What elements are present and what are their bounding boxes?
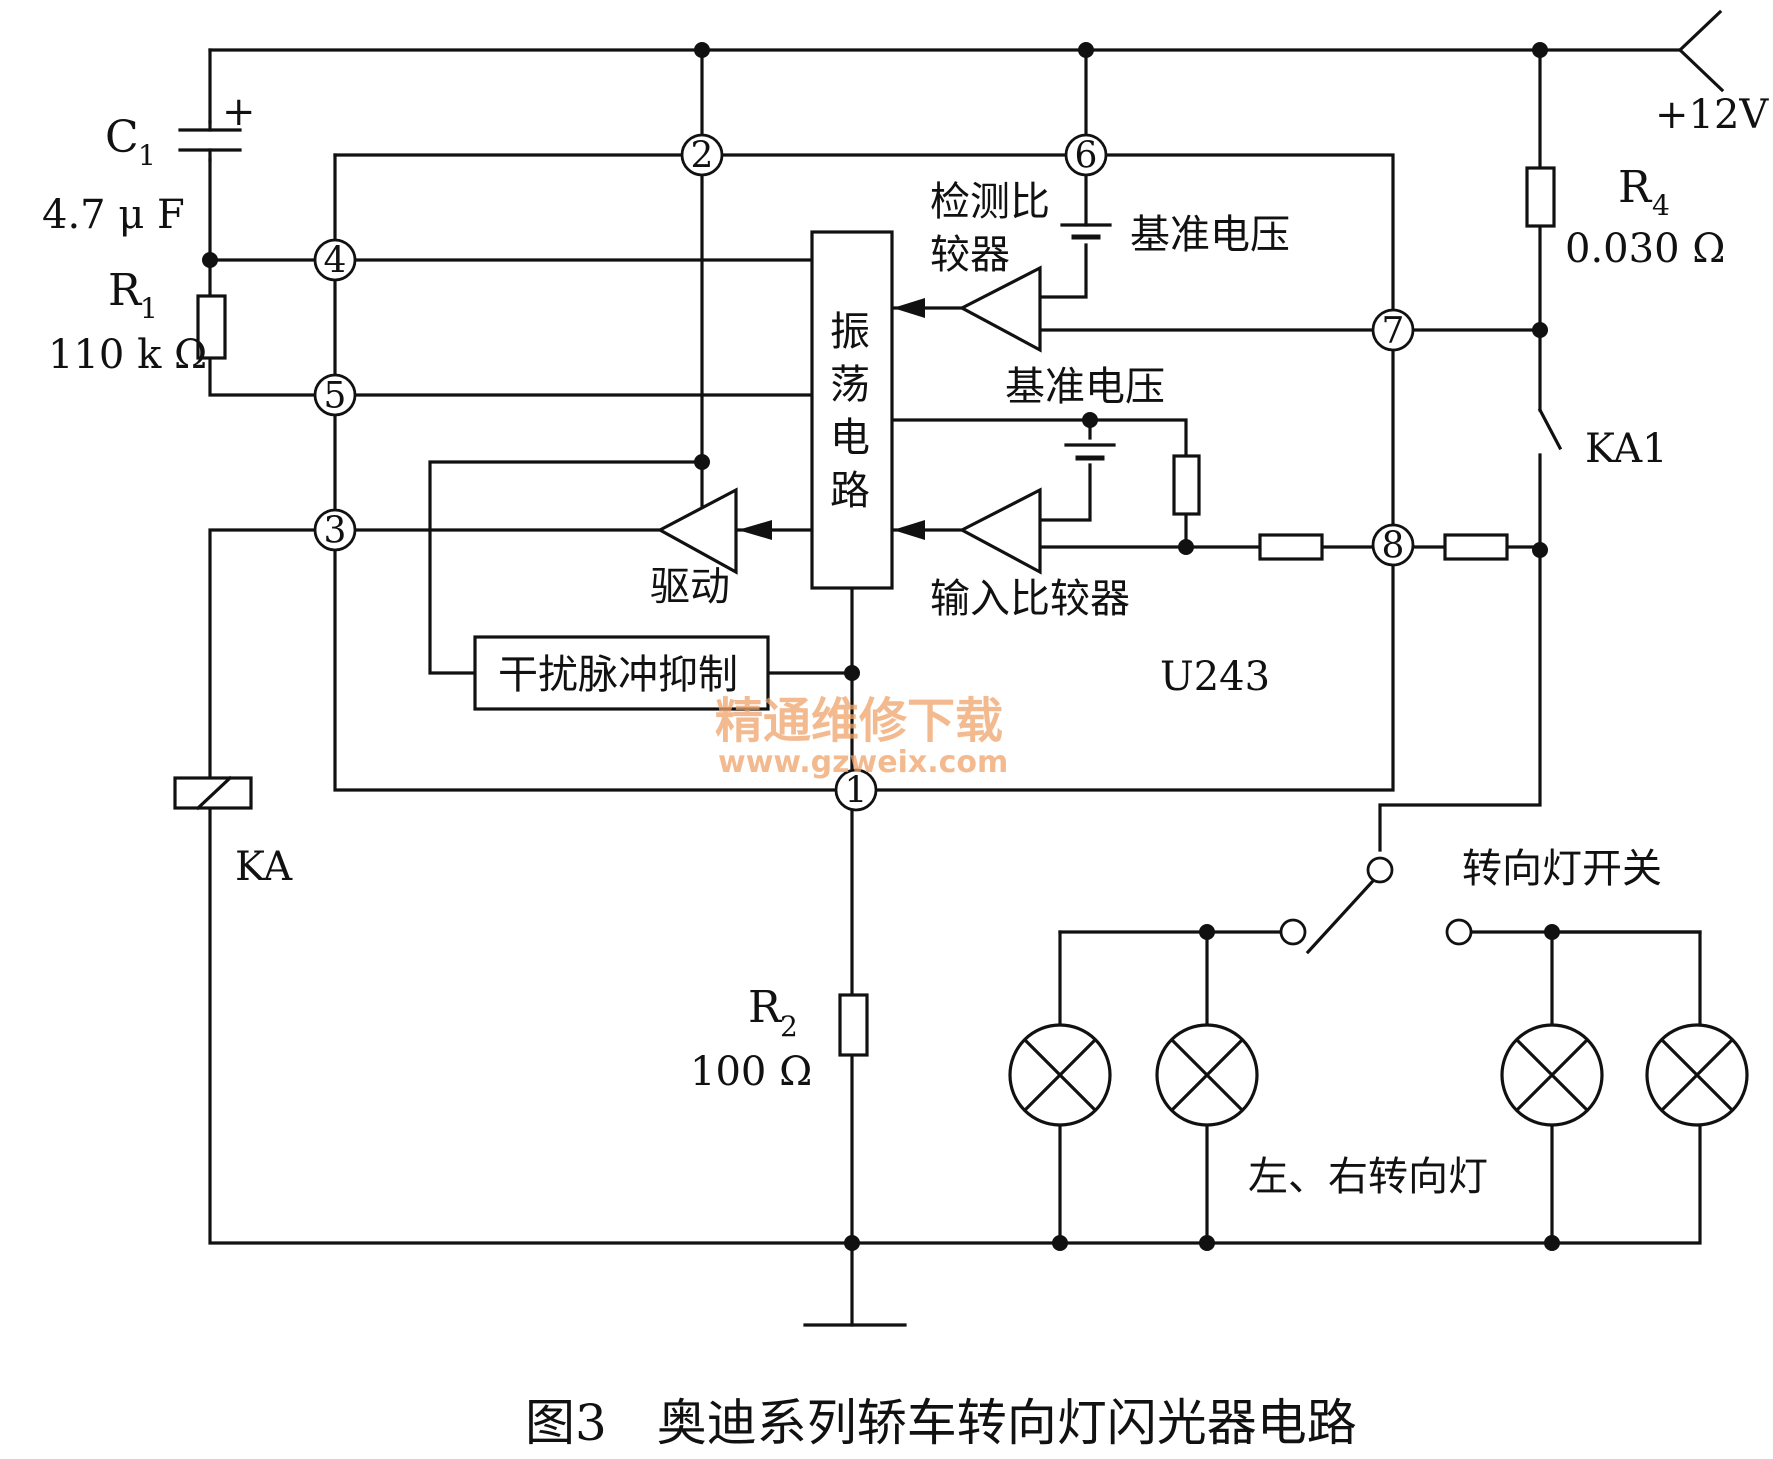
turn-switch-right-terminal (1445, 918, 1473, 946)
resistor-ref-divider (1172, 454, 1201, 516)
arrow-detect-to-osc (893, 298, 925, 318)
resistor-r2 (838, 993, 869, 1057)
oscillator-label-1: 振 (830, 309, 870, 355)
ref-voltage-label-2: 基准电压 (1005, 364, 1165, 410)
svg-text:8: 8 (1382, 526, 1405, 567)
pin-5: 5 (313, 373, 357, 417)
junction-dots (202, 42, 1560, 1251)
interference-suppression-box (473, 635, 770, 711)
wires (208, 9, 1725, 1327)
svg-text:1: 1 (845, 771, 868, 812)
r1-value: 110 k Ω (48, 332, 207, 378)
pin-3: 3 (313, 508, 357, 552)
svg-text:5: 5 (324, 376, 347, 417)
r1-label: R (108, 265, 143, 316)
oscillator-label-3: 电 (830, 415, 870, 461)
svg-text:6: 6 (1075, 136, 1098, 177)
turn-switch-left-terminal (1279, 918, 1307, 946)
relay-ka1-contact (1537, 407, 1563, 451)
watermark-line-1: 精通维修下载 (715, 693, 1003, 749)
c1-value: 4.7 μ F (42, 192, 185, 238)
driver-triangle (656, 487, 738, 575)
supply-label: +12V (1655, 92, 1769, 138)
input-comparator-label: 输入比较器 (930, 576, 1130, 622)
c1-plus-sign: + (222, 89, 256, 135)
relay-ka-coil (173, 775, 253, 811)
turn-switch-common-terminal (1366, 856, 1394, 884)
resistor-pin8-sense (1443, 533, 1509, 561)
r2-value: 100 Ω (690, 1049, 812, 1095)
c1-label: C (105, 112, 139, 163)
c1-label-sub: 1 (138, 139, 156, 172)
ka-label: KA (235, 844, 293, 890)
turn-switch-label: 转向灯开关 (1462, 846, 1662, 892)
lamp-left-2 (1155, 1023, 1259, 1127)
pin-2: 2 (680, 133, 724, 177)
r2-label: R (748, 982, 783, 1033)
oscillator-block (810, 230, 894, 590)
arrow-input-to-osc (893, 520, 925, 540)
resistor-r1 (196, 294, 227, 360)
r4-label: R (1618, 162, 1653, 213)
input-comparator-triangle (958, 487, 1042, 575)
battery-ref-voltage-1 (1060, 223, 1112, 240)
interference-suppression-label: 干扰脉冲抑制 (498, 652, 738, 698)
pin-6: 6 (1064, 133, 1108, 177)
lamp-left-1 (1008, 1023, 1112, 1127)
capacitor-c1 (178, 120, 242, 162)
detect-comparator-triangle (958, 265, 1042, 353)
svg-text:2: 2 (691, 136, 714, 177)
r1-label-sub: 1 (140, 292, 158, 325)
pin-8: 8 (1371, 523, 1415, 567)
pin-1: 1 (834, 768, 878, 812)
ic-name-label: U243 (1160, 654, 1270, 700)
r4-label-sub: 4 (1652, 189, 1670, 222)
turn-lamps-label: 左、右转向灯 (1248, 1154, 1488, 1200)
ref-voltage-label-1: 基准电压 (1130, 212, 1290, 258)
pin-4: 4 (313, 238, 357, 282)
svg-text:4: 4 (324, 241, 347, 282)
driver-label: 驱动 (650, 564, 730, 610)
watermark-line-2: www.gzweix.com (718, 745, 1008, 780)
arrow-osc-to-driver (738, 520, 772, 540)
ka1-label: KA1 (1585, 426, 1668, 472)
oscillator-label-4: 路 (830, 468, 870, 514)
svg-text:3: 3 (324, 511, 347, 552)
lamp-right-1 (1500, 1023, 1604, 1127)
oscillator-label-2: 荡 (830, 362, 870, 408)
r4-value: 0.030 Ω (1565, 226, 1725, 272)
figure-caption: 图3 奥迪系列轿车转向灯闪光器电路 (525, 1394, 1357, 1452)
pin-7: 7 (1371, 308, 1415, 352)
detect-comparator-label-1: 检测比 (930, 179, 1050, 225)
lamp-right-2 (1645, 1023, 1749, 1127)
r2-label-sub: 2 (780, 1010, 798, 1043)
battery-ref-voltage-2 (1064, 443, 1116, 461)
detect-comparator-label-2: 较器 (930, 232, 1010, 278)
svg-text:7: 7 (1382, 311, 1405, 352)
resistor-pin8-input (1258, 533, 1324, 561)
resistor-r4 (1525, 166, 1556, 228)
